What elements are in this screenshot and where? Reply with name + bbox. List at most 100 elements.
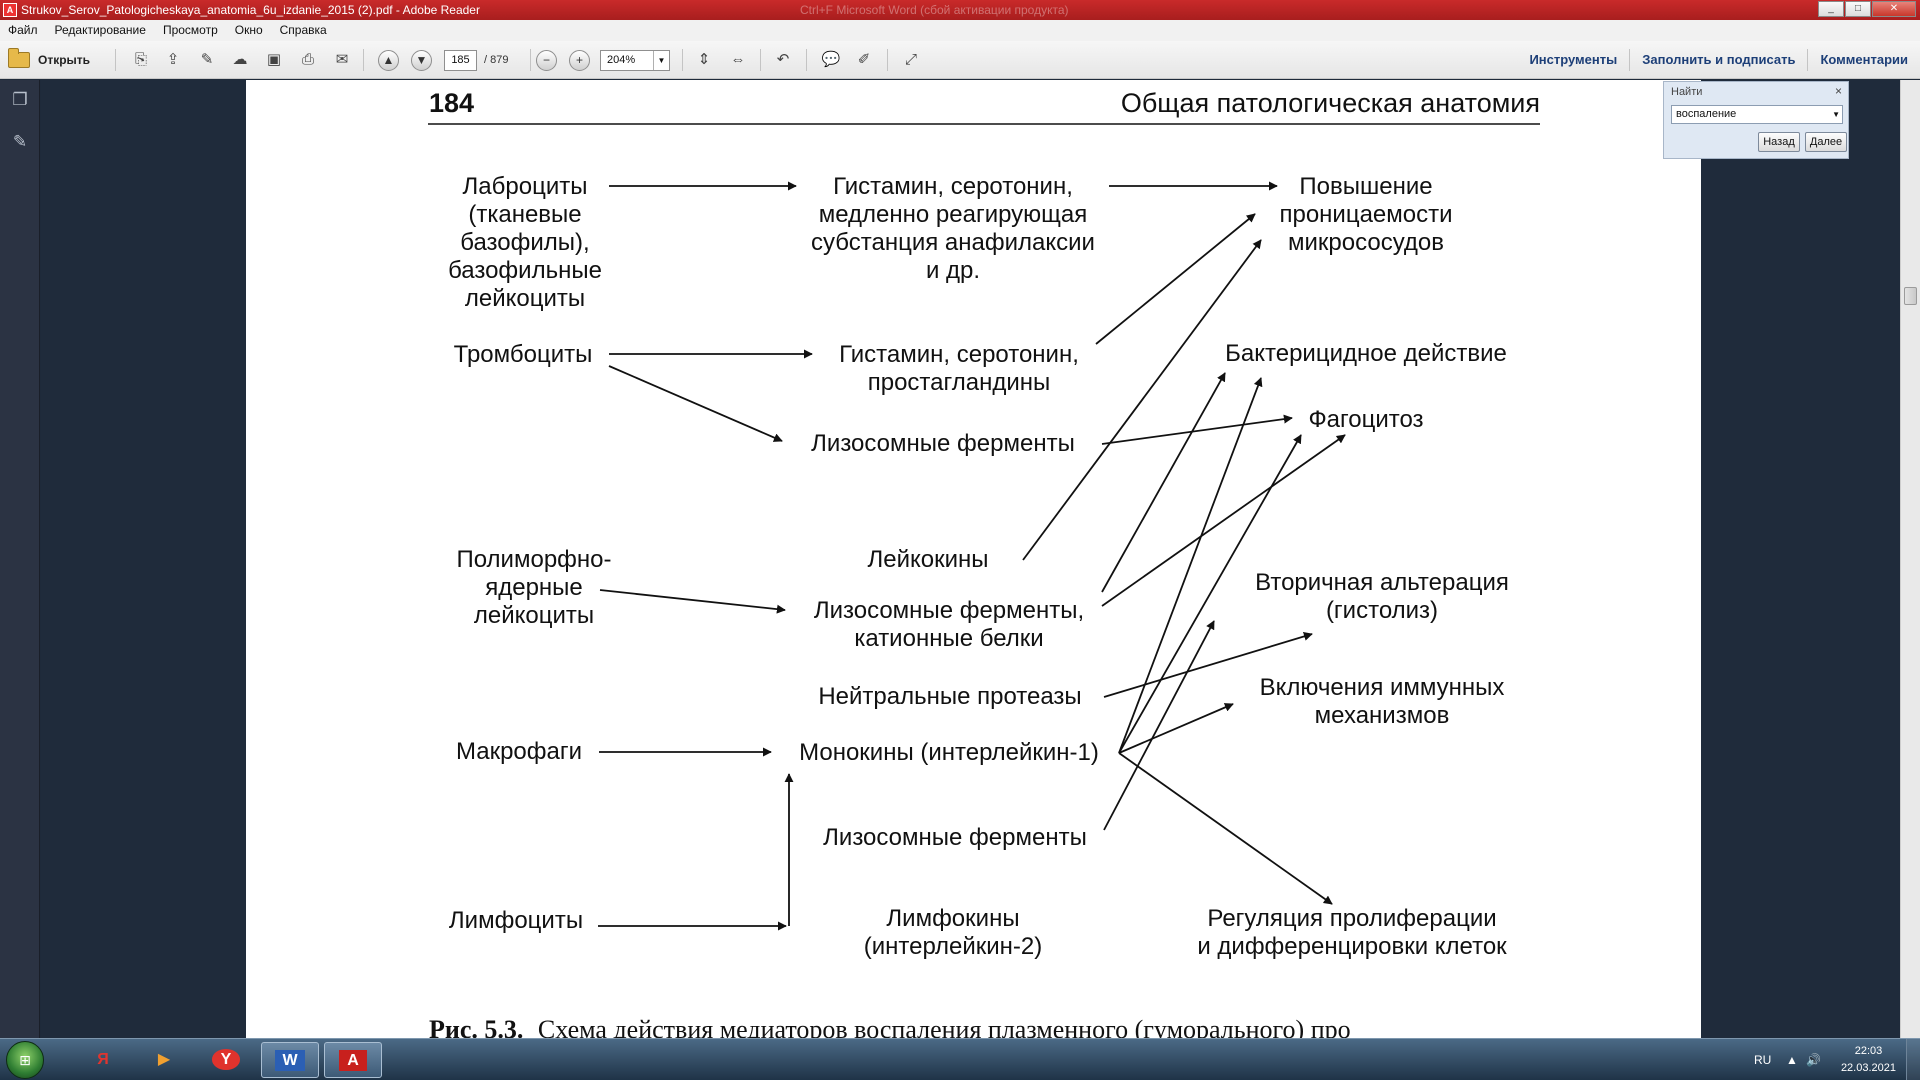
clock-date: 22.03.2021 xyxy=(1840,1062,1896,1074)
taskbar: ⊞ Я ▶ Y W A RU ▲ 🔊 22:03 22.03.2021 xyxy=(0,1038,1920,1080)
source-pmn-1: Полиморфно- xyxy=(456,546,611,573)
next-page-icon[interactable]: ▼ xyxy=(411,50,432,71)
taskbar-video-player[interactable]: ▶ xyxy=(135,1042,193,1078)
mediator-prostaglandins-2: простагландины xyxy=(868,369,1051,396)
window-title: Strukov_Serov_Patologicheskaya_anatomia_… xyxy=(21,3,480,17)
window-controls: _ □ ✕ xyxy=(1817,1,1916,17)
arrow-monokines-bactericidal xyxy=(1118,377,1263,754)
page-total: / 879 xyxy=(484,54,509,66)
arrow-cationic-phagocytosis xyxy=(1101,434,1346,607)
print-icon[interactable]: ⎙ xyxy=(301,51,314,68)
highlight-icon[interactable]: ✐ xyxy=(857,51,871,68)
source-labrocytes-5: лейкоциты xyxy=(465,285,585,312)
close-button[interactable]: ✕ xyxy=(1872,1,1916,17)
find-back-button[interactable]: Назад xyxy=(1758,132,1800,152)
menu-view[interactable]: Просмотр xyxy=(162,23,218,37)
fit-width-icon[interactable]: ⇔ xyxy=(730,51,746,68)
zoom-in-icon[interactable]: + xyxy=(569,50,590,71)
clock[interactable]: 22:03 22.03.2021 xyxy=(1841,1043,1896,1077)
menu-help[interactable]: Справка xyxy=(279,23,327,37)
document-view[interactable]: 184 Общая патологическая анатомия Лаброц… xyxy=(41,80,1900,1038)
close-icon[interactable]: × xyxy=(1834,84,1842,98)
language-indicator[interactable]: RU xyxy=(1754,1053,1772,1067)
pages-icon[interactable]: ❐ xyxy=(12,90,28,109)
taskbar-word[interactable]: W xyxy=(261,1042,319,1078)
open-button[interactable]: Открыть xyxy=(8,48,103,72)
mediator-lysosomal-cationic-1: Лизосомные ферменты, xyxy=(814,597,1084,624)
adobe-reader-icon: A xyxy=(3,3,17,17)
chevron-down-icon[interactable]: ▼ xyxy=(1832,110,1840,119)
edit-icon[interactable]: ✎ xyxy=(200,51,214,68)
folder-icon xyxy=(8,48,30,68)
open-label: Открыть xyxy=(38,53,91,67)
tray-arrow-icon[interactable]: ▲ xyxy=(1786,1053,1798,1067)
acrobat-icon: A xyxy=(339,1050,367,1071)
zoom-out-icon[interactable]: − xyxy=(536,50,557,71)
arrow-lysosomal-phagocytosis xyxy=(1101,414,1293,445)
comment-icon[interactable]: 💬 xyxy=(821,51,841,68)
arrow-monokines-regulation xyxy=(1118,752,1333,905)
find-label: Найти xyxy=(1671,86,1703,98)
menu-file[interactable]: Файл xyxy=(8,23,38,37)
caption-label: Рис. 5.3. xyxy=(429,1015,523,1038)
toolbar-separator xyxy=(806,49,807,71)
source-pmn-2: ядерные xyxy=(485,574,583,601)
toolbar-separator xyxy=(682,49,683,71)
effect-alteration-1: Вторичная альтерация xyxy=(1255,569,1509,596)
rotate-icon[interactable]: ↶ xyxy=(776,51,790,68)
toolbar-separator xyxy=(115,49,116,71)
toolbar-separator xyxy=(530,49,531,71)
mediator-diagram: 184 Общая патологическая анатомия Лаброц… xyxy=(428,88,1540,1038)
zoom-value: 204% xyxy=(607,54,636,66)
taskbar-acrobat[interactable]: A xyxy=(324,1042,382,1078)
arrow-monokines-phagocytosis xyxy=(1118,434,1302,754)
attachment-icon[interactable]: ✎ xyxy=(12,132,28,151)
menu-bar: Файл Редактирование Просмотр Окно Справк… xyxy=(0,20,1920,41)
minimize-button[interactable]: _ xyxy=(1818,1,1844,17)
arrow-proteases-alteration xyxy=(1103,632,1313,698)
find-input[interactable]: воспаление ▼ xyxy=(1671,105,1843,124)
tools-link[interactable]: Инструменты xyxy=(1529,52,1618,67)
effect-permeability-1: Повышение xyxy=(1299,173,1432,200)
mediator-neutral-proteases: Нейтральные протеазы xyxy=(818,683,1081,710)
maximize-button[interactable]: □ xyxy=(1845,1,1871,17)
mediator-histamine-1: Гистамин, серотонин, xyxy=(833,173,1073,200)
cloud-upload-icon[interactable]: ☁ xyxy=(232,51,248,68)
mediator-histamine-3: субстанция анафилаксии xyxy=(811,229,1095,256)
source-macrophages: Макрофаги xyxy=(456,738,582,765)
show-desktop-button[interactable] xyxy=(1906,1039,1920,1080)
start-button[interactable]: ⊞ xyxy=(6,1041,44,1079)
toolbar-separator xyxy=(760,49,761,71)
find-next-button[interactable]: Далее xyxy=(1805,132,1847,152)
create-pdf-icon[interactable]: ⎘ xyxy=(134,51,147,68)
mediator-lysosomal-1: Лизосомные ферменты xyxy=(811,430,1075,457)
source-pmn-3: лейкоциты xyxy=(474,602,594,629)
arrow-lysosomal-alteration xyxy=(1103,620,1215,831)
find-value: воспаление xyxy=(1676,108,1737,120)
zoom-select[interactable]: 204% ▼ xyxy=(600,50,670,71)
fullscreen-icon[interactable]: ⤢ xyxy=(904,51,917,68)
fill-sign-link[interactable]: Заполнить и подписать xyxy=(1629,49,1807,71)
source-labrocytes-1: Лаброциты xyxy=(463,173,588,200)
volume-icon[interactable]: 🔊 xyxy=(1806,1053,1821,1067)
mediator-leukokines: Лейкокины xyxy=(867,546,988,573)
comments-link[interactable]: Комментарии xyxy=(1807,49,1920,71)
video-player-icon: ▶ xyxy=(157,1051,171,1068)
source-labrocytes-2: (тканевые xyxy=(468,201,581,228)
menu-edit[interactable]: Редактирование xyxy=(54,23,146,37)
menu-window[interactable]: Окно xyxy=(234,23,263,37)
fit-page-icon[interactable]: ⇕ xyxy=(697,51,711,68)
mediator-lymphokines-1: Лимфокины xyxy=(886,905,1019,932)
export-icon[interactable]: ⇪ xyxy=(166,51,180,68)
source-labrocytes-4: базофильные xyxy=(448,257,602,284)
scrollbar-thumb[interactable] xyxy=(1904,287,1917,305)
running-title: Общая патологическая анатомия xyxy=(1121,88,1540,118)
previous-page-icon[interactable]: ▲ xyxy=(378,50,399,71)
taskbar-yandex-browser[interactable]: Я xyxy=(74,1042,132,1078)
taskbar-yandex[interactable]: Y xyxy=(197,1042,255,1078)
vertical-scrollbar[interactable] xyxy=(1900,80,1920,1038)
toolbar-separator xyxy=(887,49,888,71)
save-icon[interactable]: ▣ xyxy=(266,51,282,68)
page-number-input[interactable]: 185 xyxy=(444,50,477,71)
email-icon[interactable]: ✉ xyxy=(335,51,349,68)
